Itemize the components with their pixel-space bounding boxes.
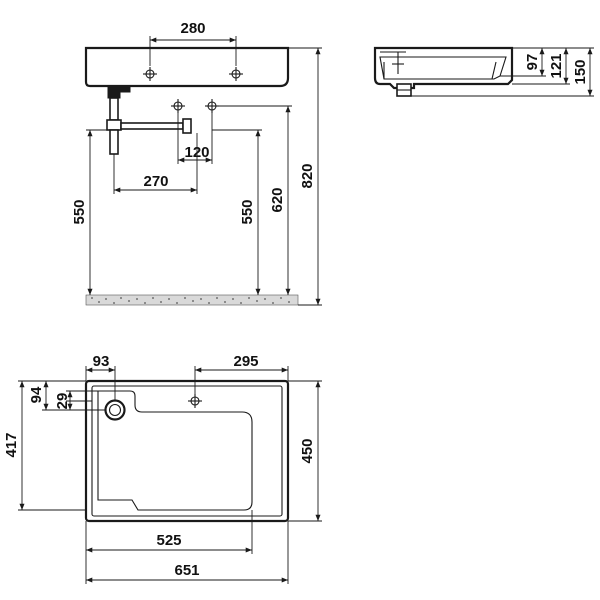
dim-620-label: 620: [269, 187, 286, 212]
dim-270-label: 270: [143, 173, 168, 190]
top-drain: [104, 399, 126, 421]
dim-94-label: 94: [28, 386, 45, 403]
dim-94: 94: [28, 380, 105, 411]
floor-hatch: [85, 294, 299, 306]
waste-outlet: [107, 85, 131, 99]
dim-150: 150: [411, 47, 594, 97]
dim-295-label: 295: [233, 353, 258, 370]
dim-121: 121: [512, 47, 570, 85]
dim-550-left: 550: [71, 129, 108, 295]
top-tap-hole: [188, 394, 202, 408]
dim-550-right-label: 550: [239, 199, 256, 224]
dim-270: 270: [113, 133, 198, 194]
dim-651-label: 651: [174, 562, 199, 579]
basin-top-outline: [84, 379, 290, 523]
basin-side-outline: [373, 46, 514, 90]
dim-29-label: 29: [54, 393, 71, 410]
dim-550-left-label: 550: [71, 199, 88, 224]
dim-97: 97: [500, 47, 546, 77]
dim-150-label: 150: [572, 59, 589, 84]
dim-651: 651: [86, 521, 289, 584]
supply-connection-left: [171, 99, 185, 113]
dim-550-right: 550: [212, 129, 262, 295]
siphon-trap: [106, 97, 192, 155]
dim-417-label: 417: [3, 432, 20, 457]
dim-820: 820: [288, 47, 322, 306]
dim-93: 93: [85, 353, 116, 400]
floor-speckle: [91, 297, 290, 304]
dim-121-label: 121: [548, 53, 565, 78]
basin-side-bowl: [379, 56, 507, 80]
dim-450-label: 450: [299, 438, 316, 463]
dim-280-label: 280: [180, 20, 205, 37]
dim-417: 417: [3, 380, 86, 511]
dim-525: 525: [85, 510, 253, 584]
side-view: 97 121 150: [373, 46, 594, 97]
dim-525-label: 525: [156, 532, 181, 549]
dim-620: 620: [216, 105, 292, 295]
tap-hole-right: [229, 67, 243, 81]
basin-top-rim: [91, 385, 283, 517]
basin-top-bowl: [97, 390, 253, 511]
dim-280: 280: [149, 20, 237, 66]
dim-450: 450: [288, 380, 322, 522]
dim-93-label: 93: [93, 353, 110, 370]
dim-97-label: 97: [524, 54, 541, 71]
dim-820-label: 820: [299, 163, 316, 188]
tap-hole-left: [143, 67, 157, 81]
side-tap-hole: [392, 52, 404, 74]
dim-295: 295: [194, 353, 289, 394]
front-view: 280 120 270 550 550: [71, 20, 322, 306]
basin-front-outline: [84, 46, 290, 88]
top-view: 93 295 94 29 417: [3, 353, 322, 584]
dim-29: 29: [54, 390, 98, 410]
